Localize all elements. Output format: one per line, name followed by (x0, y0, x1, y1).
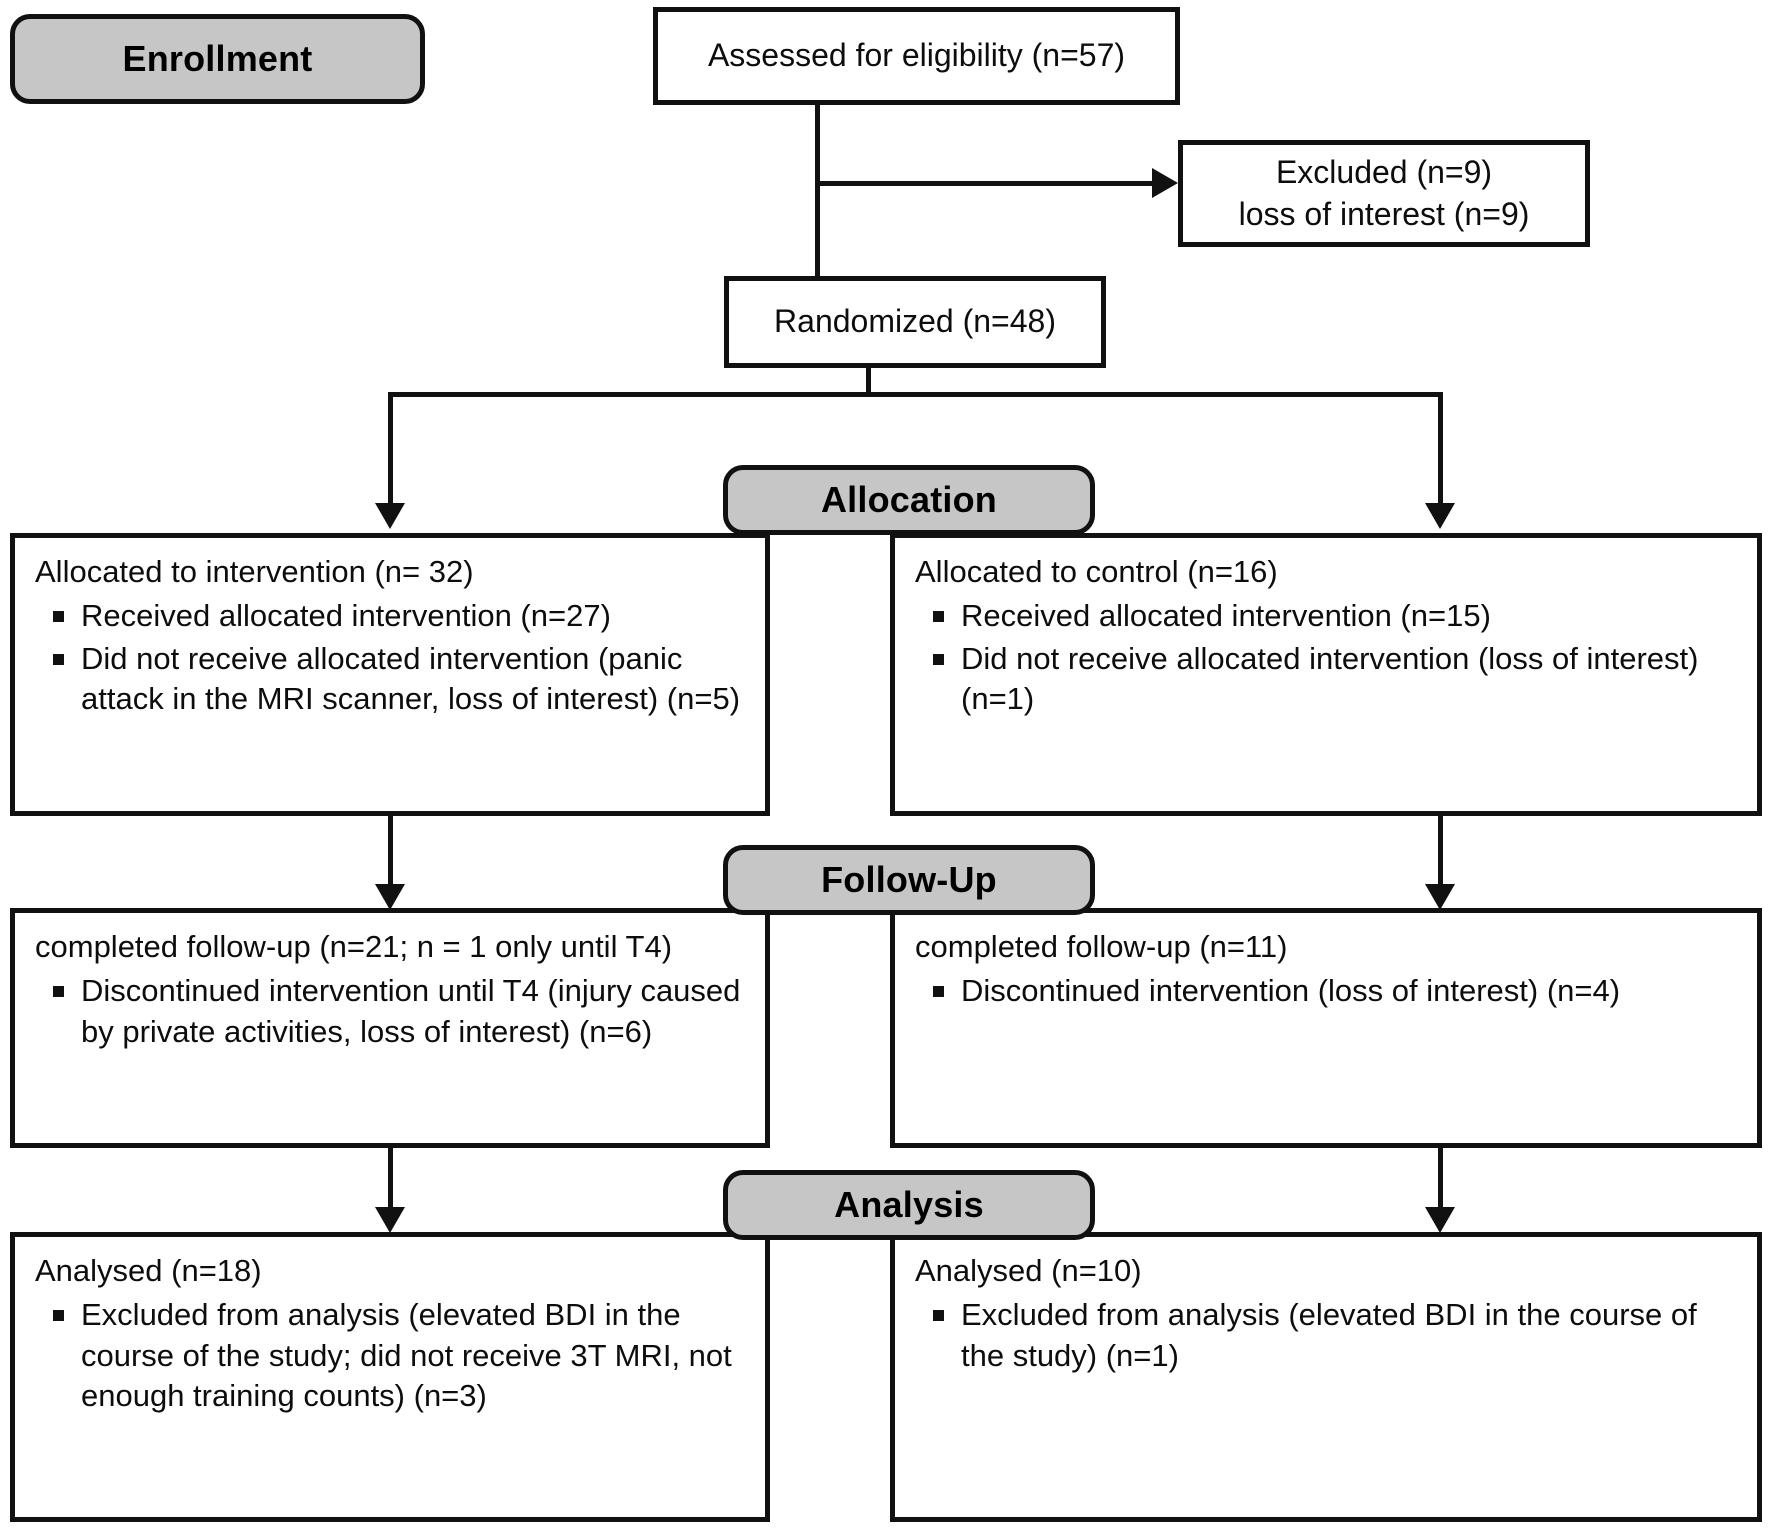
stage-label-followup: Follow-Up (821, 859, 997, 900)
stage-label-analysis: Analysis (834, 1184, 984, 1225)
list-item: Did not receive allocated intervention (… (35, 639, 747, 720)
connector-randomized-stem (866, 368, 871, 395)
followup-control-heading: completed follow-up (n=11) (915, 929, 1288, 964)
list-item: Received allocated intervention (n=15) (915, 596, 1739, 636)
analysis-intervention-bullets: Excluded from analysis (elevated BDI in … (35, 1295, 747, 1416)
box-randomized: Randomized (n=48) (724, 276, 1106, 368)
randomized-text: Randomized (n=48) (774, 303, 1056, 340)
connector-split-bus (388, 392, 1443, 397)
followup-intervention-bullets: Discontinued intervention until T4 (inju… (35, 971, 747, 1052)
box-analysis-control: Analysed (n=10) Excluded from analysis (… (890, 1232, 1762, 1522)
allocation-intervention-heading: Allocated to intervention (n= 32) (35, 554, 474, 589)
stage-pill-analysis: Analysis (723, 1170, 1095, 1240)
assessed-text: Assessed for eligibility (n=57) (707, 37, 1126, 74)
analysis-control-bullets: Excluded from analysis (elevated BDI in … (915, 1295, 1739, 1376)
stage-pill-followup: Follow-Up (723, 845, 1095, 915)
allocation-intervention-bullets: Received allocated intervention (n=27) D… (35, 596, 747, 719)
allocation-control-heading: Allocated to control (n=16) (915, 554, 1278, 589)
followup-control-bullets: Discontinued intervention (loss of inter… (915, 971, 1739, 1011)
analysis-control-heading: Analysed (n=10) (915, 1253, 1142, 1288)
stage-pill-allocation: Allocation (723, 465, 1095, 535)
box-assessed-for-eligibility: Assessed for eligibility (n=57) (653, 7, 1180, 105)
connector-assessed-stem (815, 105, 820, 278)
list-item: Discontinued intervention until T4 (inju… (35, 971, 747, 1052)
list-item: Discontinued intervention (loss of inter… (915, 971, 1739, 1011)
box-followup-intervention: completed follow-up (n=21; n = 1 only un… (10, 908, 770, 1148)
analysis-intervention-heading: Analysed (n=18) (35, 1253, 262, 1288)
arrowhead-right-allocation (1425, 503, 1455, 529)
connector-to-excluded (815, 181, 1155, 186)
excluded-line-1: Excluded (n=9) (1275, 153, 1493, 190)
arrowhead-right-analysis (1425, 1207, 1455, 1233)
list-item: Excluded from analysis (elevated BDI in … (35, 1295, 747, 1416)
list-item: Did not receive allocated intervention (… (915, 639, 1739, 720)
arrowhead-left-followup (375, 884, 405, 910)
box-followup-control: completed follow-up (n=11) Discontinued … (890, 908, 1762, 1148)
followup-intervention-heading: completed follow-up (n=21; n = 1 only un… (35, 929, 673, 964)
connector-left-allocation-to-followup (388, 816, 393, 886)
arrowhead-left-analysis (375, 1207, 405, 1233)
allocation-control-bullets: Received allocated intervention (n=15) D… (915, 596, 1739, 719)
arrowhead-to-excluded (1152, 168, 1178, 198)
box-allocated-intervention: Allocated to intervention (n= 32) Receiv… (10, 533, 770, 816)
arrowhead-right-followup (1425, 884, 1455, 910)
arrowhead-left-allocation (375, 503, 405, 529)
stage-pill-enrollment: Enrollment (10, 14, 425, 104)
connector-right-followup-to-analysis (1438, 1148, 1443, 1210)
stage-label-allocation: Allocation (820, 479, 997, 520)
list-item: Received allocated intervention (n=27) (35, 596, 747, 636)
box-allocated-control: Allocated to control (n=16) Received all… (890, 533, 1762, 816)
list-item: Excluded from analysis (elevated BDI in … (915, 1295, 1739, 1376)
connector-left-followup-to-analysis (388, 1148, 393, 1210)
connector-right-drop-allocation (1438, 392, 1443, 506)
connector-left-drop-allocation (388, 392, 393, 506)
box-excluded: Excluded (n=9) loss of interest (n=9) (1178, 140, 1590, 247)
excluded-line-2: loss of interest (n=9) (1238, 195, 1530, 232)
box-analysis-intervention: Analysed (n=18) Excluded from analysis (… (10, 1232, 770, 1522)
connector-right-allocation-to-followup (1438, 816, 1443, 886)
stage-label-enrollment: Enrollment (122, 38, 313, 79)
